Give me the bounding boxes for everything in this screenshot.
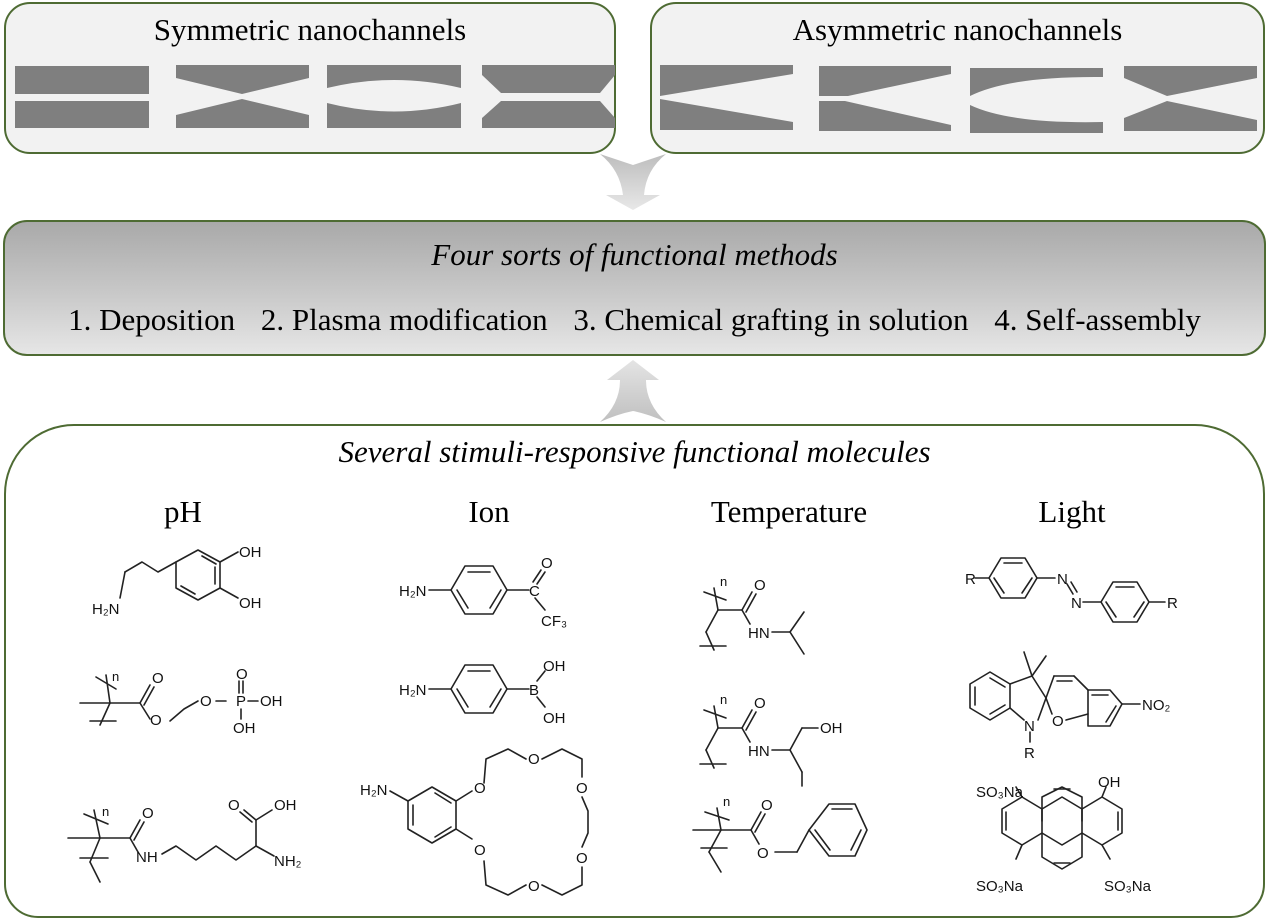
molecule-aminophenylboronic-acid: H₂N B OH OH (399, 658, 566, 727)
svg-text:SO₃Na: SO₃Na (976, 784, 1024, 801)
svg-text:N: N (1057, 571, 1068, 588)
svg-text:CF₃: CF₃ (541, 613, 567, 630)
svg-text:NH: NH (136, 849, 158, 866)
svg-text:O: O (236, 666, 248, 683)
molecule-lysine-polymer: n O NH O OH NH₂ (67, 797, 302, 883)
functional-molecules-panel: Several stimuli-responsive functional mo… (4, 424, 1265, 918)
svg-text:O: O (528, 751, 540, 768)
svg-text:H₂N: H₂N (399, 583, 427, 600)
svg-text:O: O (474, 780, 486, 797)
svg-text:HN: HN (748, 625, 770, 642)
svg-text:O: O (754, 695, 766, 712)
molecule-dopamine: OH OH H₂N (92, 544, 262, 618)
svg-text:N: N (1071, 595, 1082, 612)
svg-text:n: n (720, 574, 727, 589)
svg-text:O: O (474, 842, 486, 859)
svg-text:n: n (112, 669, 119, 684)
svg-text:OH: OH (260, 693, 283, 710)
functional-methods-panel: Four sorts of functional methods 1. Depo… (3, 220, 1266, 356)
svg-text:OH: OH (543, 710, 566, 727)
channel-hourglass (176, 65, 309, 128)
molecule-azobenzene: R N N R (965, 557, 1178, 623)
svg-text:O: O (757, 845, 769, 862)
svg-text:OH: OH (274, 797, 297, 814)
svg-text:OH: OH (1098, 775, 1121, 791)
svg-text:O: O (150, 712, 162, 729)
channel-trapezoid-hourglass (482, 65, 615, 128)
svg-text:n: n (720, 692, 727, 707)
molecule-pyranine: SO₃Na OH SO₃Na SO₃Na (976, 775, 1152, 895)
svg-text:O: O (761, 797, 773, 814)
svg-text:R: R (1024, 745, 1035, 760)
svg-text:NO₂: NO₂ (1142, 697, 1171, 714)
svg-text:OH: OH (820, 720, 843, 737)
method-deposition: 1. Deposition (68, 302, 236, 337)
svg-text:O: O (541, 555, 553, 572)
method-plasma-modification: 2. Plasma modification (260, 302, 548, 337)
channel-bullet (327, 65, 461, 128)
symmetric-title: Symmetric nanochannels (153, 12, 467, 47)
svg-text:H₂N: H₂N (92, 601, 120, 618)
svg-text:R: R (1167, 595, 1178, 612)
molecule-hydroxybutyl-acrylamide: n O HN OH (699, 692, 843, 787)
svg-text:O: O (528, 878, 540, 895)
svg-text:SO₃Na: SO₃Na (976, 878, 1024, 895)
category-ph: pH (164, 494, 202, 529)
channel-conical (660, 65, 793, 130)
molecule-trifluoroacetophenone: H₂N C O CF₃ (399, 555, 567, 630)
svg-text:N: N (1024, 718, 1035, 735)
molecule-aminobenzo-crown-ether: H₂N O O O O O O (360, 748, 589, 896)
svg-text:O: O (142, 805, 154, 822)
svg-text:P: P (236, 693, 246, 710)
method-chemical-grafting: 3. Chemical grafting in solution (573, 302, 969, 337)
channel-cylindrical (15, 66, 149, 128)
svg-text:n: n (102, 804, 109, 819)
svg-text:H₂N: H₂N (360, 782, 388, 799)
methods-title: Four sorts of functional methods (431, 237, 838, 272)
svg-text:O: O (754, 577, 766, 594)
svg-text:O: O (576, 780, 588, 797)
asymmetric-title: Asymmetric nanochannels (792, 12, 1123, 47)
svg-text:OH: OH (233, 720, 256, 737)
nanochannel-shapes (15, 65, 1257, 133)
molecules-title: Several stimuli-responsive functional mo… (338, 434, 931, 469)
up-arrow-icon (600, 360, 666, 422)
svg-text:C: C (529, 583, 540, 600)
svg-text:OH: OH (239, 544, 262, 561)
svg-text:NH₂: NH₂ (274, 853, 302, 870)
svg-text:B: B (529, 682, 539, 699)
svg-text:O: O (200, 693, 212, 710)
down-arrow-icon (600, 154, 666, 210)
category-ion: Ion (468, 494, 510, 529)
svg-text:O: O (1052, 713, 1064, 730)
category-light: Light (1038, 494, 1106, 529)
molecule-benzyl-methacrylate: n O O (692, 794, 868, 873)
svg-text:H₂N: H₂N (399, 682, 427, 699)
svg-text:O: O (228, 797, 240, 814)
svg-text:HN: HN (748, 743, 770, 760)
molecule-phosphate-polymer: n O O O P O OH OH (79, 666, 283, 737)
svg-text:O: O (152, 670, 164, 687)
svg-text:n: n (723, 794, 730, 809)
channel-funnel-curved (970, 68, 1103, 133)
channel-cigar-conical (819, 66, 951, 131)
svg-text:OH: OH (543, 658, 566, 675)
method-self-assembly: 4. Self-assembly (994, 302, 1201, 337)
channel-asymmetric-hourglass (1124, 66, 1257, 131)
category-temperature: Temperature (710, 494, 868, 529)
molecule-pnipam: n O HN (699, 574, 805, 655)
molecule-spiropyran: N R O NO₂ (969, 651, 1171, 760)
svg-text:O: O (576, 850, 588, 867)
svg-text:OH: OH (239, 595, 262, 612)
methods-list: 1. Deposition 2. Plasma modification 3. … (5, 302, 1264, 338)
svg-text:SO₃Na: SO₃Na (1104, 878, 1152, 895)
svg-text:R: R (965, 571, 976, 588)
